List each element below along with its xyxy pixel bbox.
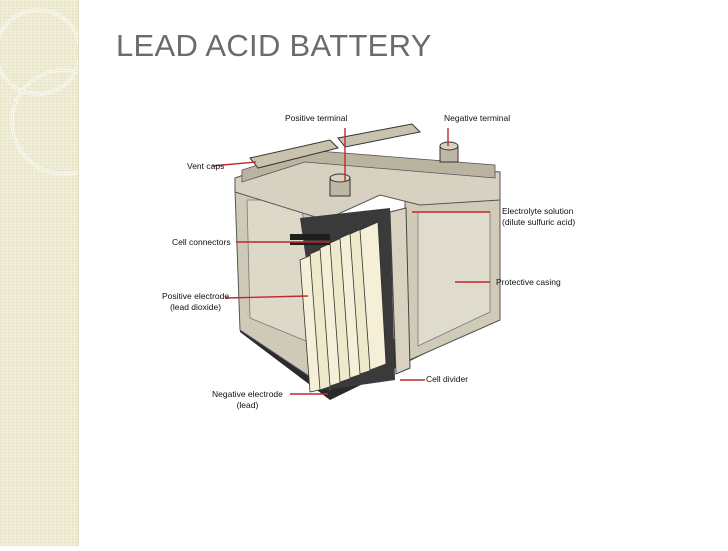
vent-cap-right [337,123,422,148]
label-positive-terminal: Positive terminal [285,113,348,123]
slide-title: LEAD ACID BATTERY [116,28,432,63]
negative-terminal-post [439,141,459,163]
label-positive-electrode: Positive electrode (lead dioxide) [162,291,230,312]
label-negative-electrode: Negative electrode (lead) [212,389,283,410]
cell-divider [389,207,411,375]
label-cell-divider: Cell divider [426,374,469,384]
battery-illustration [211,123,501,400]
positive-terminal-post [329,173,351,197]
cell-connectors [290,234,330,245]
electrode-plates [299,221,387,393]
battery-base [240,298,490,400]
decorative-rings [0,8,118,176]
label-negative-terminal: Negative terminal [444,113,511,123]
label-cell-connectors: Cell connectors [172,237,231,247]
vent-cap-left [249,139,339,169]
label-protective-casing: Protective casing [496,277,561,287]
label-vent-caps: Vent caps [187,161,225,171]
decorative-sidebar [0,0,118,546]
label-electrolyte-solution: Electrolyte solution (dilute sulfuric ac… [502,206,576,227]
battery-diagram: Positive terminal Negative terminal Vent… [150,100,590,430]
leader-lines [211,128,490,395]
